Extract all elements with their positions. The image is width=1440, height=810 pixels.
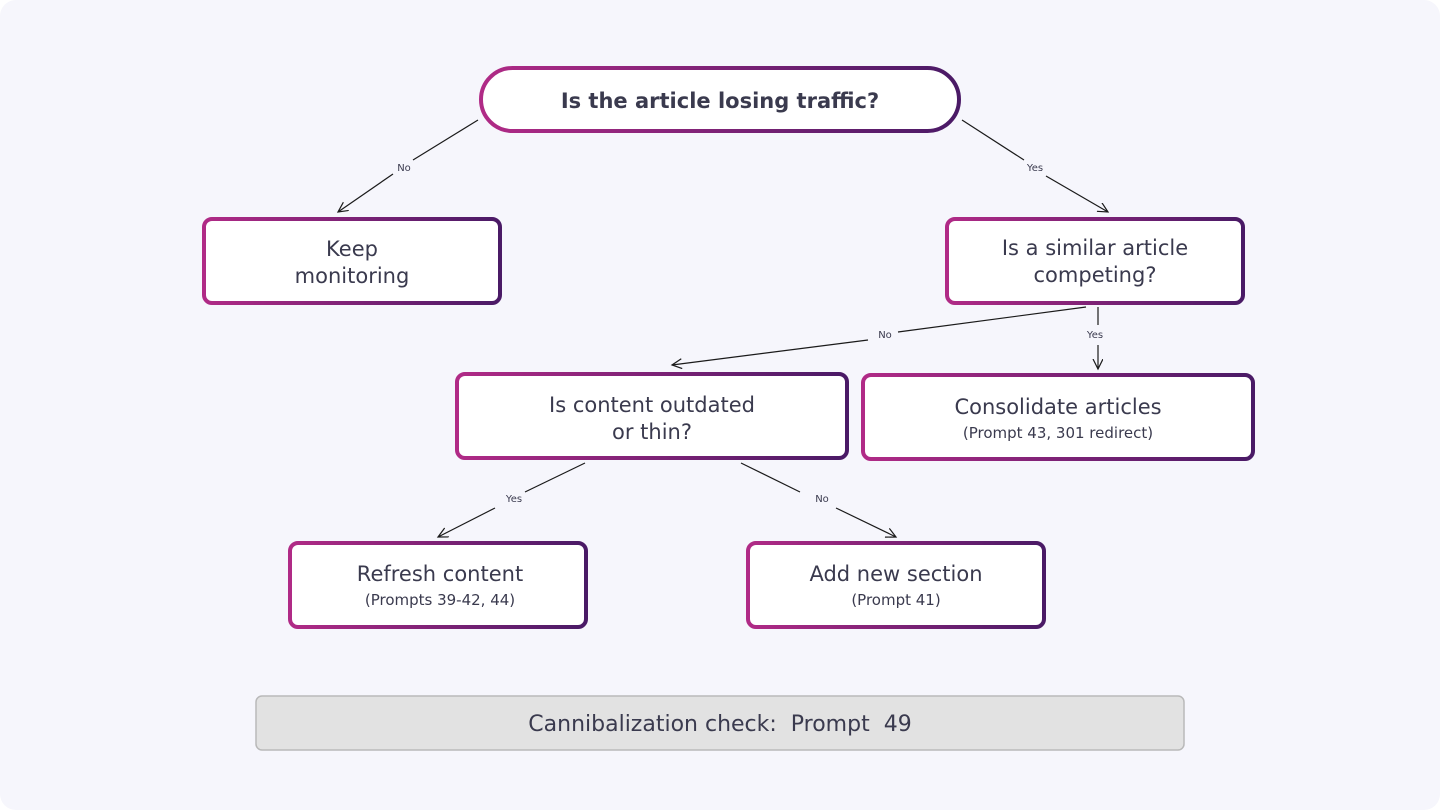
edge-label-no: No	[397, 163, 411, 174]
node-outdated-line1: Is content outdated	[549, 393, 755, 417]
node-content-outdated: Is content outdated or thin?	[455, 372, 849, 460]
node-keep-monitoring: Keep monitoring	[202, 217, 502, 305]
node-refresh-sub: (Prompts 39-42, 44)	[365, 591, 515, 609]
node-consolidate-articles: Consolidate articles (Prompt 43, 301 red…	[861, 373, 1255, 461]
node-consolidate-sub: (Prompt 43, 301 redirect)	[963, 424, 1153, 442]
node-refresh-title: Refresh content	[357, 562, 523, 586]
node-keep-line1: Keep	[326, 237, 378, 261]
node-similar-line1: Is a similar article	[1002, 236, 1188, 260]
edge-outdated-no: No	[740, 462, 896, 537]
edge-similar-no: No	[672, 306, 1087, 365]
edge-label-yes: Yes	[505, 494, 522, 505]
edge-root-no: No	[338, 119, 479, 212]
node-root-question: Is the article losing traffic?	[479, 66, 961, 133]
edge-root-yes: Yes	[961, 119, 1108, 212]
node-root-label: Is the article losing traffic?	[561, 89, 879, 113]
node-keep-line2: monitoring	[295, 264, 410, 288]
edge-label-no: No	[878, 330, 892, 341]
node-add-new-section: Add new section (Prompt 41)	[746, 541, 1046, 629]
node-similar-line2: competing?	[1034, 263, 1157, 287]
node-outdated-line2: or thin?	[612, 420, 692, 444]
edge-label-yes: Yes	[1086, 330, 1103, 341]
node-addsection-title: Add new section	[809, 562, 982, 586]
edge-label-yes: Yes	[1026, 163, 1043, 174]
edge-similar-yes: Yes	[1086, 307, 1103, 369]
cannibalization-banner: Cannibalization check: Prompt 49	[255, 695, 1185, 751]
edge-outdated-yes: Yes	[438, 462, 586, 537]
node-refresh-content: Refresh content (Prompts 39-42, 44)	[288, 541, 588, 629]
node-consolidate-title: Consolidate articles	[954, 395, 1161, 419]
node-similar-competing: Is a similar article competing?	[945, 217, 1245, 305]
banner-text: Cannibalization check: Prompt 49	[528, 712, 911, 737]
edge-label-no: No	[815, 494, 829, 505]
node-addsection-sub: (Prompt 41)	[851, 591, 940, 609]
